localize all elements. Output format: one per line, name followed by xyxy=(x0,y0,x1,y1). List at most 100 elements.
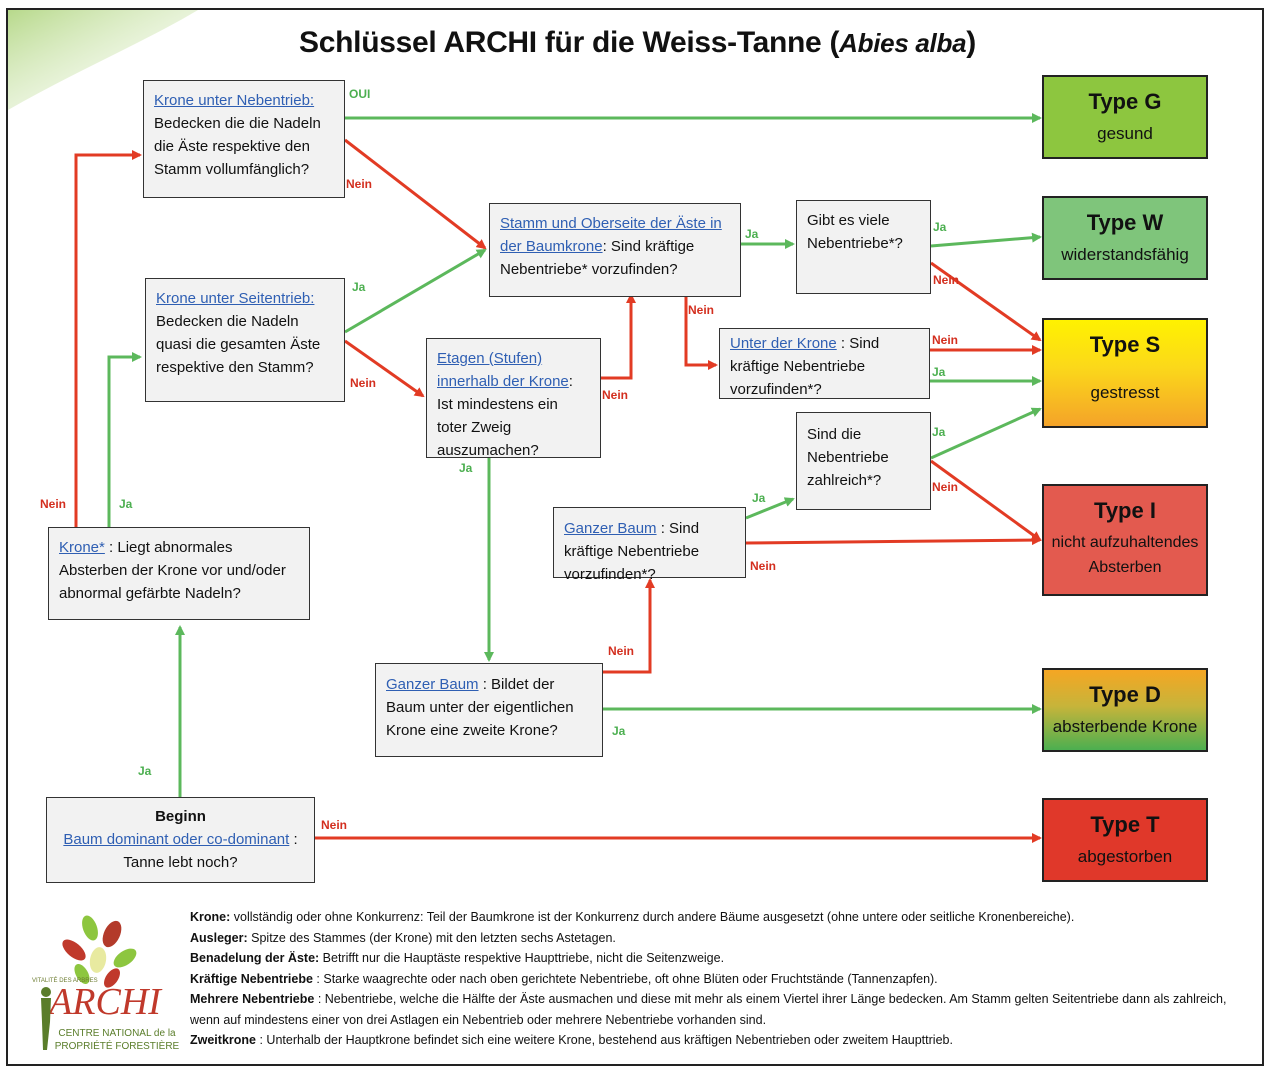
edge-label-nein: Nein xyxy=(40,497,67,511)
edge-label-ja: Ja xyxy=(352,280,366,294)
arrow-krone-to-nebentrieb xyxy=(74,150,142,527)
result-description: abgestorben xyxy=(1077,847,1173,866)
arrow-zahlreich-to-type-s xyxy=(930,407,1042,460)
edge-label-nein: Nein xyxy=(932,333,959,347)
glossary: Krone: vollständig oder ohne Konkurrenz:… xyxy=(190,907,1230,1051)
result-type-s: Type S gestresst xyxy=(1042,318,1208,428)
result-type-w: Type W widerstandsfähig xyxy=(1042,196,1208,280)
logo-org-line1: CENTRE NATIONAL de la xyxy=(58,1028,176,1039)
result-description: gesund xyxy=(1097,124,1153,143)
result-description: gestresst xyxy=(1090,383,1160,402)
question-krone-unter-seitentrieb: Krone unter Seitentrieb: Bedecken die Na… xyxy=(145,278,345,402)
logo-org-line2: PROPRIÉTÉ FORESTIÈRE xyxy=(55,1039,180,1052)
edge-label-nein: Nein xyxy=(933,273,960,287)
result-type-i: Type I nicht aufzuhaltendes Absterben xyxy=(1042,484,1208,596)
edge-label-ja: Ja xyxy=(612,724,626,738)
question-text: Bedecken die Nadeln quasi die gesamten Ä… xyxy=(156,313,321,376)
edge-label-ja: Ja xyxy=(932,425,946,439)
question-etagen: Etagen (Stufen) innerhalb der Krone: Ist… xyxy=(426,338,601,459)
edge-label-oui: OUI xyxy=(349,87,371,101)
question-link[interactable]: Etagen (Stufen) innerhalb der Krone xyxy=(437,350,569,390)
question-link[interactable]: Krone unter Seitentrieb: xyxy=(156,290,315,307)
result-type-d: Type D absterbende Krone xyxy=(1042,668,1208,752)
leaf-icon xyxy=(62,915,137,988)
arrow-gibt-viele-to-type-s xyxy=(930,261,1042,342)
question-text: : Liegt abnormales Absterben der Krone v… xyxy=(59,539,286,602)
arrow-zahlreich-to-type-i xyxy=(930,459,1042,542)
result-description: absterbende Krone xyxy=(1052,717,1198,736)
archi-logo: ARCHI VITALITÉ DES ARBRES CENTRE NATIONA… xyxy=(32,915,180,1052)
question-krone-absterben: Krone* : Liegt abnormales Absterben der … xyxy=(48,527,310,620)
result-type-label: Type W xyxy=(1086,210,1164,235)
result-type-g: Type G gesund xyxy=(1042,75,1208,159)
glossary-item: Kräftige Nebentriebe : Starke waagrechte… xyxy=(190,971,938,986)
question-gibt-viele: Gibt es viele Nebentriebe*? xyxy=(796,200,931,294)
question-link[interactable]: Ganzer Baum xyxy=(564,520,657,537)
arrow-seitentrieb-to-stamm xyxy=(344,248,487,334)
logo-vitality: VITALITÉ DES ARBRES xyxy=(32,977,98,984)
question-link[interactable]: Krone unter Nebentrieb: xyxy=(154,92,315,109)
edge-label-nein: Nein xyxy=(350,376,377,390)
page-title: Schlüssel ARCHI für die Weiss-Tanne (Abi… xyxy=(299,26,976,59)
edge-label-nein: Nein xyxy=(346,177,373,191)
question-link[interactable]: Ganzer Baum xyxy=(386,676,479,693)
question-ganzer-baum-nebentriebe: Ganzer Baum : Sind kräftige Nebentriebe … xyxy=(553,507,746,583)
question-link[interactable]: Unter der Krone xyxy=(730,335,837,352)
edge-label-ja: Ja xyxy=(752,491,766,505)
edge-label-nein: Nein xyxy=(321,818,348,832)
edge-label-ja: Ja xyxy=(933,220,947,234)
arrow-nebentrieb-to-stamm xyxy=(344,138,487,250)
beginn-heading: Beginn xyxy=(155,808,206,825)
question-text: : Sind kräftige Nebentriebe vorzufinden*… xyxy=(730,335,880,398)
result-type-label: Type I xyxy=(1094,498,1156,523)
edge-label-ja: Ja xyxy=(119,497,133,511)
result-type-t: Type T abgestorben xyxy=(1042,798,1208,882)
question-krone-unter-nebentrieb: Krone unter Nebentrieb: Bedecken die die… xyxy=(143,80,345,198)
edge-label-ja: Ja xyxy=(932,365,946,379)
question-text: Gibt es viele Nebentriebe*? xyxy=(807,212,903,252)
question-text: : Bildet der Baum unter der eigentlichen… xyxy=(386,676,574,739)
glossary-item: Benadelung der Äste: Betrifft nur die Ha… xyxy=(190,951,725,965)
question-unter-der-krone: Unter der Krone : Sind kräftige Nebentri… xyxy=(719,328,930,399)
question-sind-zahlreich: Sind die Nebentriebe zahlreich*? xyxy=(796,412,931,510)
question-stamm-oberseite: Stamm und Oberseite der Äste in der Baum… xyxy=(489,203,741,297)
arrow-gibt-viele-to-type-w xyxy=(930,232,1042,248)
edge-label-ja: Ja xyxy=(138,764,152,778)
question-link[interactable]: Stamm und Oberseite der Äste in der Baum… xyxy=(500,215,722,255)
page-frame xyxy=(6,8,1264,1066)
question-text: : Tanne lebt noch? xyxy=(123,831,298,871)
glossary-item: Zweitkrone : Unterhalb der Hauptkrone be… xyxy=(190,1033,953,1047)
question-text: Bedecken die die Nadeln die Äste respekt… xyxy=(154,115,321,178)
edge-label-ja: Ja xyxy=(459,461,473,475)
edge-label-nein: Nein xyxy=(688,303,715,317)
arrow-etagen-to-stamm xyxy=(601,293,636,380)
result-type-label: Type G xyxy=(1088,89,1162,114)
question-link[interactable]: Baum dominant oder co-dominant xyxy=(63,831,290,848)
result-type-label: Type T xyxy=(1090,812,1160,837)
glossary-item: Krone: vollständig oder ohne Konkurrenz:… xyxy=(190,910,1075,924)
question-text: : Ist mindestens ein toter Zweig auszuma… xyxy=(437,373,573,459)
logo-wordmark: ARCHI xyxy=(46,981,163,1023)
leaf-corner-decoration xyxy=(8,10,198,110)
result-type-label: Type D xyxy=(1089,682,1161,707)
question-link[interactable]: Krone* xyxy=(59,539,105,556)
result-description: nicht aufzuhaltendes Absterben xyxy=(1051,534,1199,576)
glossary-item: Ausleger: Spitze des Stammes (der Krone)… xyxy=(190,930,616,945)
edge-label-nein: Nein xyxy=(750,559,777,573)
glossary-item: Mehrere Nebentriebe : Nebentriebe, welch… xyxy=(190,992,1227,1027)
edge-label-nein: Nein xyxy=(608,644,635,658)
arrow-ganzer-baum-to-type-i xyxy=(745,535,1042,546)
question-text: : Sind kräftige Nebentriebe vorzufinden*… xyxy=(564,520,700,583)
arrow-seitentrieb-to-etagen xyxy=(344,339,425,398)
person-icon xyxy=(41,987,51,1050)
arrow-zweite-krone-to-ganzer-baum xyxy=(603,578,655,674)
question-text: Sind die Nebentriebe zahlreich*? xyxy=(807,426,889,489)
result-description: widerstandsfähig xyxy=(1061,245,1189,264)
arrow-krone-to-seitentrieb xyxy=(107,352,142,527)
arrow-ganzer-baum-to-zahlreich xyxy=(745,497,795,520)
edge-label-ja: Ja xyxy=(745,227,759,241)
question-ganzer-baum-zweite-krone: Ganzer Baum : Bildet der Baum unter der … xyxy=(375,663,603,757)
arrow-stamm-to-unter-krone xyxy=(684,297,718,370)
